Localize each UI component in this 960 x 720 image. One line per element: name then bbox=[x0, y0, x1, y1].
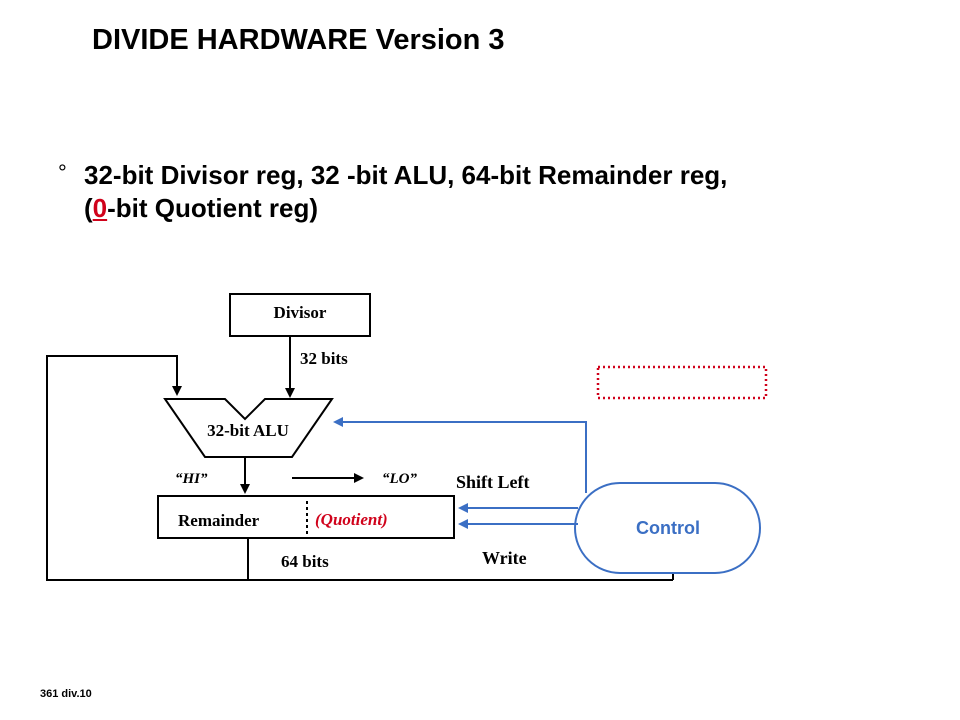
remainder-width-label: 64 bits bbox=[281, 552, 329, 571]
bullet-text-line2: (0-bit Quotient reg) bbox=[84, 193, 318, 224]
remainder-label: Remainder bbox=[178, 511, 260, 530]
bullet-paren-open: ( bbox=[84, 193, 93, 223]
dotted-highlight-box bbox=[596, 365, 768, 400]
divisor-width-label: 32 bits bbox=[300, 349, 348, 368]
hi-label: “HI” bbox=[175, 471, 208, 487]
bullet-text-line1: 32-bit Divisor reg, 32 -bit ALU, 64-bit … bbox=[84, 160, 728, 190]
alu-label: 32-bit ALU bbox=[207, 421, 289, 440]
slide-footer: 361 div.10 bbox=[40, 688, 92, 700]
slide-title: DIVIDE HARDWARE Version 3 bbox=[92, 24, 505, 56]
alu-shape bbox=[163, 398, 334, 458]
divisor-label: Divisor bbox=[274, 303, 327, 322]
control-unit bbox=[574, 482, 761, 574]
write-label: Write bbox=[482, 548, 527, 568]
highlighted-zero: 0 bbox=[92, 193, 108, 223]
bullet-text-rest: -bit Quotient reg) bbox=[107, 193, 318, 223]
control-label: Control bbox=[636, 518, 700, 538]
divisor-register bbox=[229, 293, 371, 337]
bullet-marker: ° bbox=[58, 160, 67, 185]
feedback-loop-wire bbox=[46, 355, 249, 581]
control-to-alu-wire bbox=[333, 417, 587, 493]
shift-left-label: Shift Left bbox=[456, 472, 530, 492]
lo-label: “LO” bbox=[382, 471, 417, 487]
quotient-label: (Quotient) bbox=[315, 510, 388, 529]
